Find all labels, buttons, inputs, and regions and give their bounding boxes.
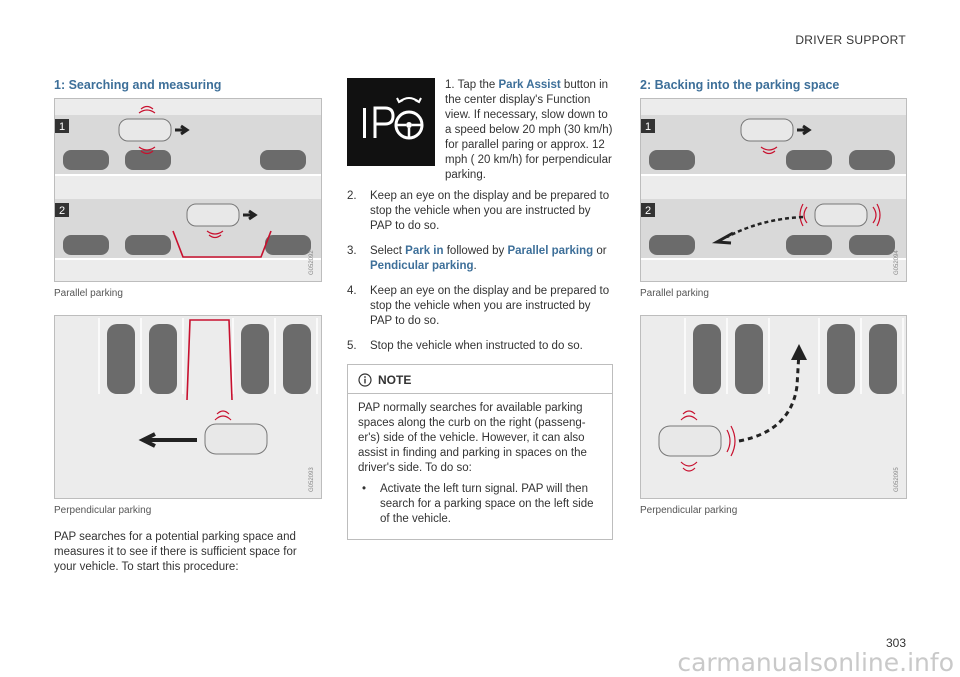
- park-assist-label: Park Assist: [498, 79, 561, 91]
- parallel-backing-diagram: 1 2 G052094: [641, 99, 906, 281]
- step-text: Keep an eye on the display and be prepar…: [370, 285, 610, 327]
- step-3: 3. Select Park in followed by Parallel pa…: [347, 244, 613, 274]
- marker-2: 2: [645, 205, 651, 217]
- figure-perpendicular-backing: G052095: [640, 315, 907, 499]
- step-1-text: 1. Tap the Park Assist button in the cen…: [445, 78, 613, 183]
- column-procedure: 1. Tap the Park Assist button in the cen…: [347, 78, 613, 540]
- step-2: 2. Keep an eye on the display and be prep…: [347, 189, 613, 234]
- figure-perpendicular-searching: G052093: [54, 315, 322, 499]
- bullet-dot: •: [362, 483, 367, 495]
- caption-parallel-parking: Parallel parking: [640, 288, 709, 299]
- caption-perpendicular-parking: Perpendicular parking: [54, 505, 152, 516]
- pendicular-parking-label: Pendicular parking: [370, 260, 474, 272]
- note-box: NOTE PAP normally searches for available…: [347, 364, 613, 540]
- heading-backing: 2: Backing into the parking space: [640, 78, 840, 92]
- watermark: carmanualsonline.info: [677, 648, 954, 677]
- parallel-parking-label: Parallel parking: [507, 245, 594, 257]
- perpendicular-backing-diagram: G052095: [641, 316, 906, 498]
- note-text: PAP normally searches for available park…: [358, 402, 587, 474]
- heading-searching: 1: Searching and measuring: [54, 78, 222, 92]
- note-bullet-text: Activate the left turn signal. PAP will …: [380, 483, 594, 525]
- caption-perpendicular-parking: Perpendicular parking: [640, 505, 738, 516]
- step-4: 4. Keep an eye on the display and be prep…: [347, 284, 613, 329]
- step-3-mid: followed by: [443, 245, 508, 257]
- note-bullet: • Activate the left turn signal. PAP wil…: [358, 482, 602, 527]
- info-icon: [358, 373, 372, 387]
- marker-2: 2: [59, 205, 65, 217]
- note-title: NOTE: [378, 373, 412, 387]
- step-number: 3.: [347, 245, 357, 257]
- step-3-or: or: [593, 245, 607, 257]
- figure-code: G052093: [309, 467, 315, 492]
- step-text: Select Park in followed by Parallel park…: [370, 244, 613, 274]
- step-text: Keep an eye on the display and be prepar…: [370, 190, 610, 232]
- note-header: NOTE: [348, 373, 612, 394]
- section-header: DRIVER SUPPORT: [795, 33, 906, 47]
- step-1-pre: 1. Tap the: [445, 79, 499, 91]
- step-number: 4.: [347, 285, 357, 297]
- step-5: 5. Stop the vehicle when instructed to do…: [347, 339, 613, 354]
- column-backing: 2: Backing into the parking space: [640, 78, 907, 536]
- park-in-label: Park in: [405, 245, 444, 257]
- step-3-end: .: [473, 260, 477, 272]
- step-1-post: button in the center display's Function …: [445, 79, 613, 181]
- perpendicular-searching-diagram: G052093: [55, 316, 321, 498]
- step-list: 2. Keep an eye on the display and be prep…: [347, 189, 613, 354]
- marker-1: 1: [645, 121, 651, 133]
- step-text: Stop the vehicle when instructed to do s…: [370, 340, 583, 352]
- column-searching: 1: Searching and measuring: [54, 78, 322, 575]
- figure-code: G052094: [894, 250, 900, 275]
- park-assist-button-icon: [347, 78, 435, 166]
- figure-code: G052092: [309, 250, 315, 275]
- step-1: 1. Tap the Park Assist button in the cen…: [347, 78, 613, 183]
- parallel-searching-diagram: 1 2 G052092: [55, 99, 321, 281]
- figure-code: G052095: [894, 467, 900, 492]
- figure-parallel-backing: 1 2 G052094: [640, 98, 907, 282]
- step-number: 2.: [347, 190, 357, 202]
- figure-parallel-searching: 1 2 G052092: [54, 98, 322, 282]
- caption-parallel-parking: Parallel parking: [54, 288, 123, 299]
- step-3-pre: Select: [370, 245, 406, 257]
- page-number: 303: [885, 636, 906, 650]
- marker-1: 1: [59, 121, 65, 133]
- intro-paragraph: PAP searches for a potential parking spa…: [54, 531, 297, 573]
- step-number: 5.: [347, 340, 357, 352]
